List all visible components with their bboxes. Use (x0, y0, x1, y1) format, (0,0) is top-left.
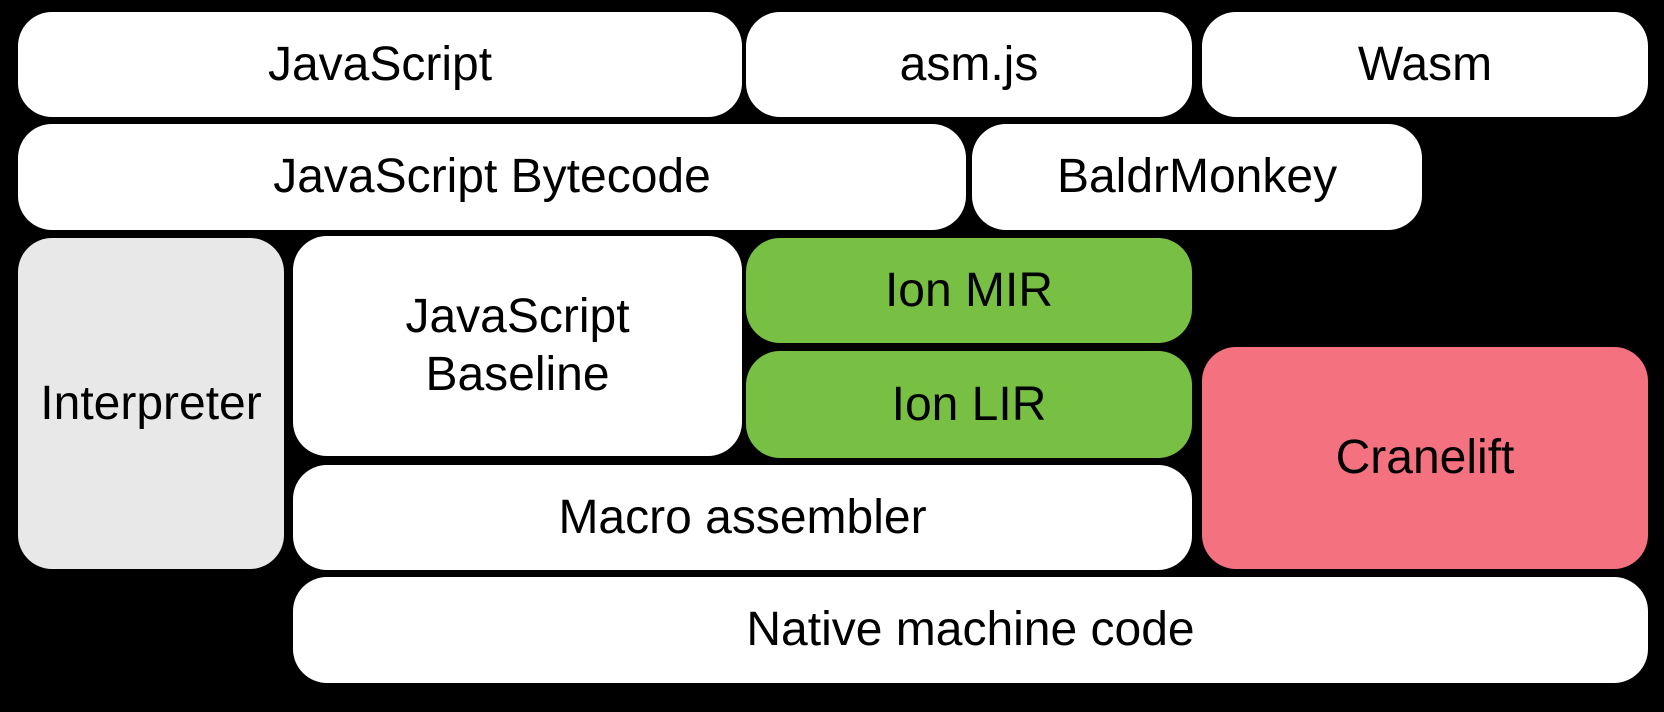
box-cranelift-label: Cranelift (1335, 431, 1515, 485)
box-native-machine-code: Native machine code (293, 577, 1648, 683)
box-asmjs-label: asm.js (899, 37, 1039, 91)
box-macro-assembler: Macro assembler (293, 465, 1192, 570)
box-wasm: Wasm (1202, 12, 1648, 117)
box-baldrmonkey-label: BaldrMonkey (1056, 150, 1338, 204)
box-ion-mir-label: Ion MIR (884, 263, 1054, 317)
box-javascript: JavaScript (18, 12, 742, 117)
box-cranelift: Cranelift (1202, 347, 1648, 569)
box-interpreter-label: Interpreter (40, 376, 262, 430)
box-native-machine-code-label: Native machine code (746, 603, 1195, 657)
box-asmjs: asm.js (746, 12, 1192, 117)
box-macro-assembler-label: Macro assembler (558, 490, 927, 544)
box-javascript-baseline-label-line1: JavaScript (405, 290, 630, 344)
box-ion-mir: Ion MIR (746, 238, 1192, 343)
box-javascript-baseline-label-line2: Baseline (425, 348, 610, 401)
box-javascript-baseline: JavaScript Baseline (293, 236, 742, 456)
box-wasm-label: Wasm (1357, 37, 1493, 91)
box-javascript-bytecode: JavaScript Bytecode (18, 124, 966, 230)
box-ion-lir-label: Ion LIR (891, 377, 1047, 431)
box-baldrmonkey: BaldrMonkey (972, 124, 1422, 230)
box-interpreter: Interpreter (18, 238, 284, 569)
box-javascript-label: JavaScript (267, 37, 493, 91)
box-javascript-bytecode-label: JavaScript Bytecode (273, 150, 711, 204)
box-ion-lir: Ion LIR (746, 351, 1192, 458)
